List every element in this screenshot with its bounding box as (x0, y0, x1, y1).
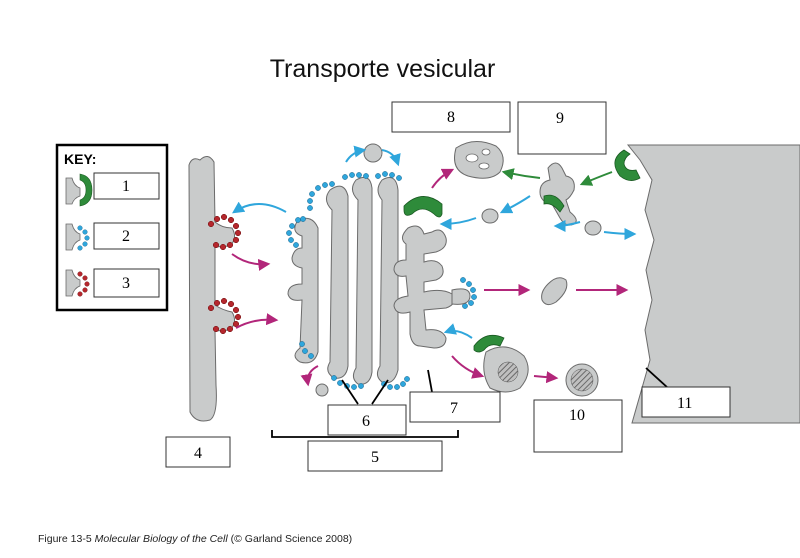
golgi-cisterna-1 (326, 185, 349, 379)
secretory-core-2 (570, 368, 594, 392)
plasma-membrane (626, 144, 800, 424)
label-box-6: 6 (327, 404, 407, 436)
label-9: 9 (556, 110, 564, 127)
key-coat-red-icon (65, 269, 81, 297)
key-blue-dots-icon (77, 225, 90, 251)
label-box-8: 8 (391, 101, 511, 133)
golgi-cisterna-2 (352, 176, 373, 385)
cis-golgi-network (287, 217, 319, 364)
label-box-11: 11 (641, 386, 731, 418)
caption-figure: Figure 13-5 (38, 533, 92, 545)
key-box-1 (93, 172, 160, 200)
lysosome-lumen-3 (478, 162, 490, 170)
golgi-blue-coat-left (286, 216, 306, 248)
label-6: 6 (362, 413, 370, 430)
label-10: 10 (569, 407, 585, 424)
label-box-5: 5 (307, 440, 443, 472)
golgi-blue-coat-bottom (299, 341, 410, 390)
label-box-4: 4 (165, 436, 231, 468)
vesicle-a (481, 208, 499, 224)
key-legend: KEY: 1 2 3 (55, 143, 169, 312)
endoplasmic-reticulum (188, 156, 236, 422)
key-label-3: 3 (122, 275, 130, 292)
label-5: 5 (371, 449, 379, 466)
figure-caption: Figure 13-5 Molecular Biology of the Cel… (38, 533, 352, 545)
key-label-2: 2 (122, 228, 130, 245)
golgi-cisterna-3 (376, 177, 399, 384)
vesicle-c (541, 277, 568, 306)
lysosome (454, 141, 504, 179)
golgi-top-vesicle (363, 143, 383, 163)
vesicle-b (584, 220, 602, 236)
page-title: Transporte vesicular (269, 55, 496, 83)
pathway-arrows (231, 145, 637, 387)
label-11: 11 (677, 395, 692, 412)
caption-credit: (© Garland Science 2008) (230, 533, 353, 545)
secretory-core-1 (497, 361, 519, 383)
key-label-1: 1 (122, 178, 130, 195)
endosome-green-coat (543, 194, 565, 213)
trans-golgi-network (393, 225, 455, 349)
caption-book: Molecular Biology of the Cell (94, 533, 228, 545)
key-box-2 (93, 222, 160, 250)
early-endosome (539, 162, 577, 226)
label-box-7: 7 (409, 391, 501, 423)
er-red-coat-lower (207, 297, 242, 335)
label-7: 7 (450, 400, 458, 417)
secretory-green-coat (473, 334, 505, 353)
lysosome-lumen-1 (465, 153, 479, 163)
lysosome-lumen-2 (481, 148, 491, 156)
leader-lines (271, 367, 669, 438)
key-coat-blue-icon (65, 223, 81, 251)
key-box-3 (93, 268, 160, 298)
key-coat-green-icon (65, 177, 81, 205)
key-green-arc-icon (79, 173, 93, 207)
tgn-budding-vesicle (451, 288, 471, 305)
tgn-green-coat (403, 196, 443, 218)
plasma-membrane-green-coat (614, 149, 641, 181)
key-red-dots-icon (77, 271, 90, 297)
golgi-bottom-vesicle (315, 383, 329, 397)
tgn-blue-coat (460, 277, 477, 309)
label-8: 8 (447, 109, 455, 126)
label-4: 4 (194, 445, 202, 462)
key-heading: KEY: (64, 151, 96, 167)
golgi-blue-coat-top (307, 171, 402, 211)
label-box-9: 9 (517, 101, 607, 155)
er-red-coat-upper (207, 213, 242, 251)
label-box-10: 10 (533, 399, 623, 453)
